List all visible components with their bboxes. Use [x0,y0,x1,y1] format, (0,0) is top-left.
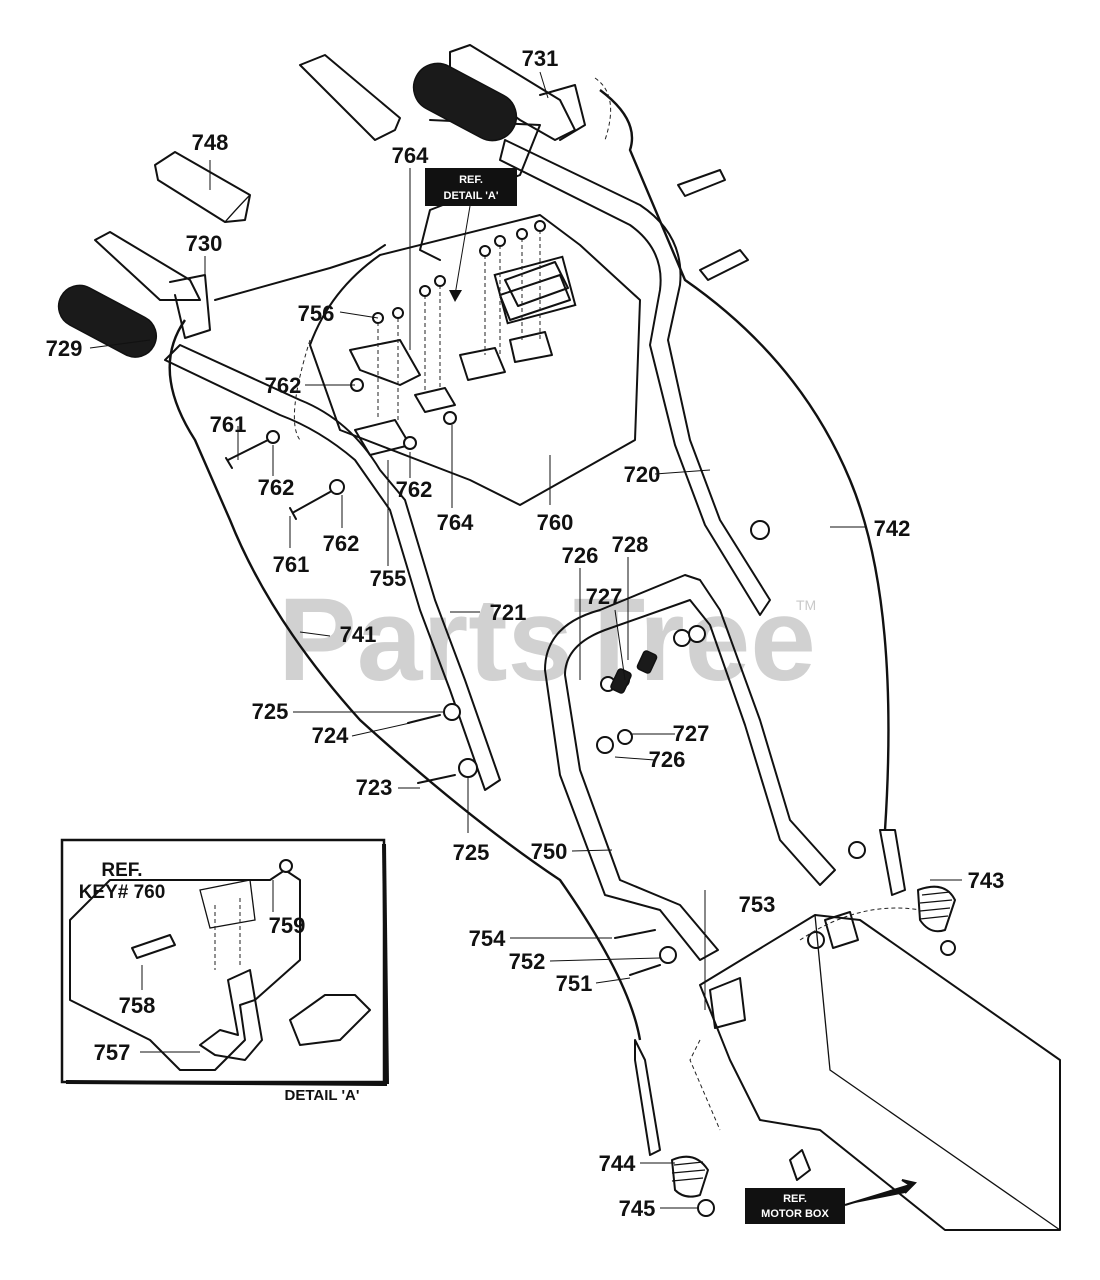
label-755: 755 [370,566,407,591]
label-741: 741 [340,622,377,647]
label-753: 753 [739,892,776,917]
part-744-spring [671,1155,709,1198]
part-721-handle-left [164,344,501,791]
label-729: 729 [46,336,83,361]
callout-motor-box-line1: REF. [783,1193,807,1205]
callout-ref-detail-a: REF. DETAIL 'A' [425,168,517,302]
part-750-lower-handle [544,574,836,961]
label-757: 757 [94,1040,131,1065]
inset-ref-line2: KEY# 760 [79,882,166,903]
part-741-cable-left [168,319,661,1156]
label-760: 760 [537,510,574,535]
label-762-b: 762 [258,475,295,500]
part-742-cable-right [599,89,906,896]
watermark-tm: TM [796,597,816,613]
label-731: 731 [522,46,559,71]
label-756: 756 [298,301,335,326]
label-728: 728 [612,532,649,557]
part-748-grip-cover-upper [299,54,401,141]
label-725-b: 725 [453,840,490,865]
label-762-d: 762 [323,531,360,556]
part-729-grip [57,284,158,358]
label-720: 720 [624,462,661,487]
inset-caption: DETAIL 'A' [285,1087,360,1104]
label-723: 723 [356,775,393,800]
inset-ref-line1: REF. [101,860,142,881]
ghost-outlines [293,77,921,1131]
part-745-nut [697,1199,715,1217]
part-labels: 731 748 764 730 756 729 762 761 762 762 … [46,46,1005,1221]
callout-ref-motor-box: REF. MOTOR BOX [745,1179,917,1224]
label-751: 751 [556,971,593,996]
label-750: 750 [531,839,568,864]
label-726-a: 726 [562,543,599,568]
label-743: 743 [968,868,1005,893]
label-725-a: 725 [252,699,289,724]
label-727-b: 727 [673,721,710,746]
hardware-washers [266,378,956,964]
label-721: 721 [490,600,527,625]
leader-lines [89,71,962,1209]
label-730: 730 [186,231,223,256]
callout-detail-a-line2: DETAIL 'A' [444,190,499,202]
label-752: 752 [509,949,546,974]
part-755-bracket [349,331,553,456]
label-762-c: 762 [396,477,433,502]
callout-motor-box-line2: MOTOR BOX [761,1208,829,1220]
part-760-panel [309,214,641,506]
label-742: 742 [874,516,911,541]
hardware-bolts [225,169,749,976]
label-724: 724 [312,723,349,748]
grip-right [412,62,518,142]
part-748-grip-cover [154,151,251,223]
label-759: 759 [269,913,306,938]
label-744: 744 [599,1151,636,1176]
label-764-upper: 764 [392,143,429,168]
part-743-spring [917,885,956,933]
label-745: 745 [619,1196,656,1221]
callout-detail-a-line1: REF. [459,174,483,186]
label-754: 754 [469,926,506,951]
part-720-handle-right [499,139,771,616]
label-727-a: 727 [586,584,623,609]
label-748: 748 [192,130,229,155]
label-726-b: 726 [649,747,686,772]
label-764-lower: 764 [437,510,474,535]
motor-box [699,911,1061,1231]
part-756-bolts [372,220,546,420]
detail-a-inset: REF. KEY# 760 [60,838,389,1086]
label-762-a: 762 [265,373,302,398]
label-758: 758 [119,993,156,1018]
label-761-a: 761 [210,412,247,437]
label-761-b: 761 [273,552,310,577]
